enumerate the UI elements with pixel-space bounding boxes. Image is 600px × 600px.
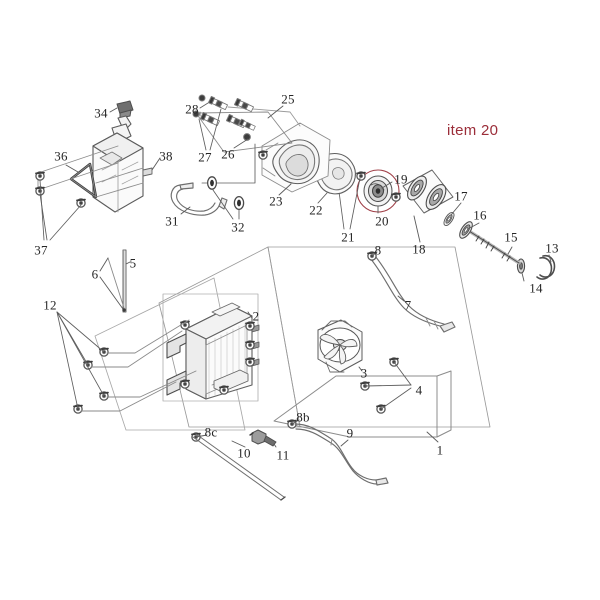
callout-label-17: 17 bbox=[454, 188, 468, 204]
callout-label-26: 26 bbox=[221, 146, 235, 162]
callout-label-6: 6 bbox=[91, 266, 99, 282]
callout-label-18: 18 bbox=[412, 241, 426, 257]
callout-label-19: 19 bbox=[394, 171, 408, 187]
callout-label-13: 13 bbox=[545, 240, 559, 256]
callout-label-10: 10 bbox=[237, 445, 251, 461]
callout-label-9: 9 bbox=[346, 425, 354, 441]
callout-label-37: 37 bbox=[34, 242, 48, 258]
callout-label-7: 7 bbox=[404, 297, 412, 313]
callout-label-21: 21 bbox=[341, 229, 355, 245]
callout-label-20: 20 bbox=[375, 213, 389, 229]
callout-label-34: 34 bbox=[94, 105, 108, 121]
callout-label-8c: 8c bbox=[204, 424, 218, 440]
callout-label-27: 27 bbox=[198, 149, 212, 165]
callout-label-31: 31 bbox=[165, 213, 179, 229]
callout-label-36: 36 bbox=[54, 148, 68, 164]
callout-label-22: 22 bbox=[309, 202, 323, 218]
callout-label-1: 1 bbox=[436, 442, 444, 458]
callout-label-5: 5 bbox=[129, 255, 137, 271]
callout-label-16: 16 bbox=[473, 207, 487, 223]
callout-label-25: 25 bbox=[281, 91, 295, 107]
callout-label-38: 38 bbox=[159, 148, 173, 164]
callout-label-2: 2 bbox=[252, 308, 260, 324]
callout-label-4: 4 bbox=[415, 382, 423, 398]
callout-label-8b: 8b bbox=[296, 409, 310, 425]
callout-label-3: 3 bbox=[360, 365, 368, 381]
callout-label-14: 14 bbox=[529, 280, 543, 296]
callout-label-28: 28 bbox=[185, 101, 199, 117]
callout-label-23: 23 bbox=[269, 193, 283, 209]
callout-label-12: 12 bbox=[43, 297, 57, 313]
item-annotation-text: item 20 bbox=[447, 122, 499, 139]
callout-label-15: 15 bbox=[504, 229, 518, 245]
callout-label-11: 11 bbox=[276, 447, 290, 463]
callout-label-8: 8 bbox=[374, 242, 382, 258]
callout-label-32: 32 bbox=[231, 219, 245, 235]
